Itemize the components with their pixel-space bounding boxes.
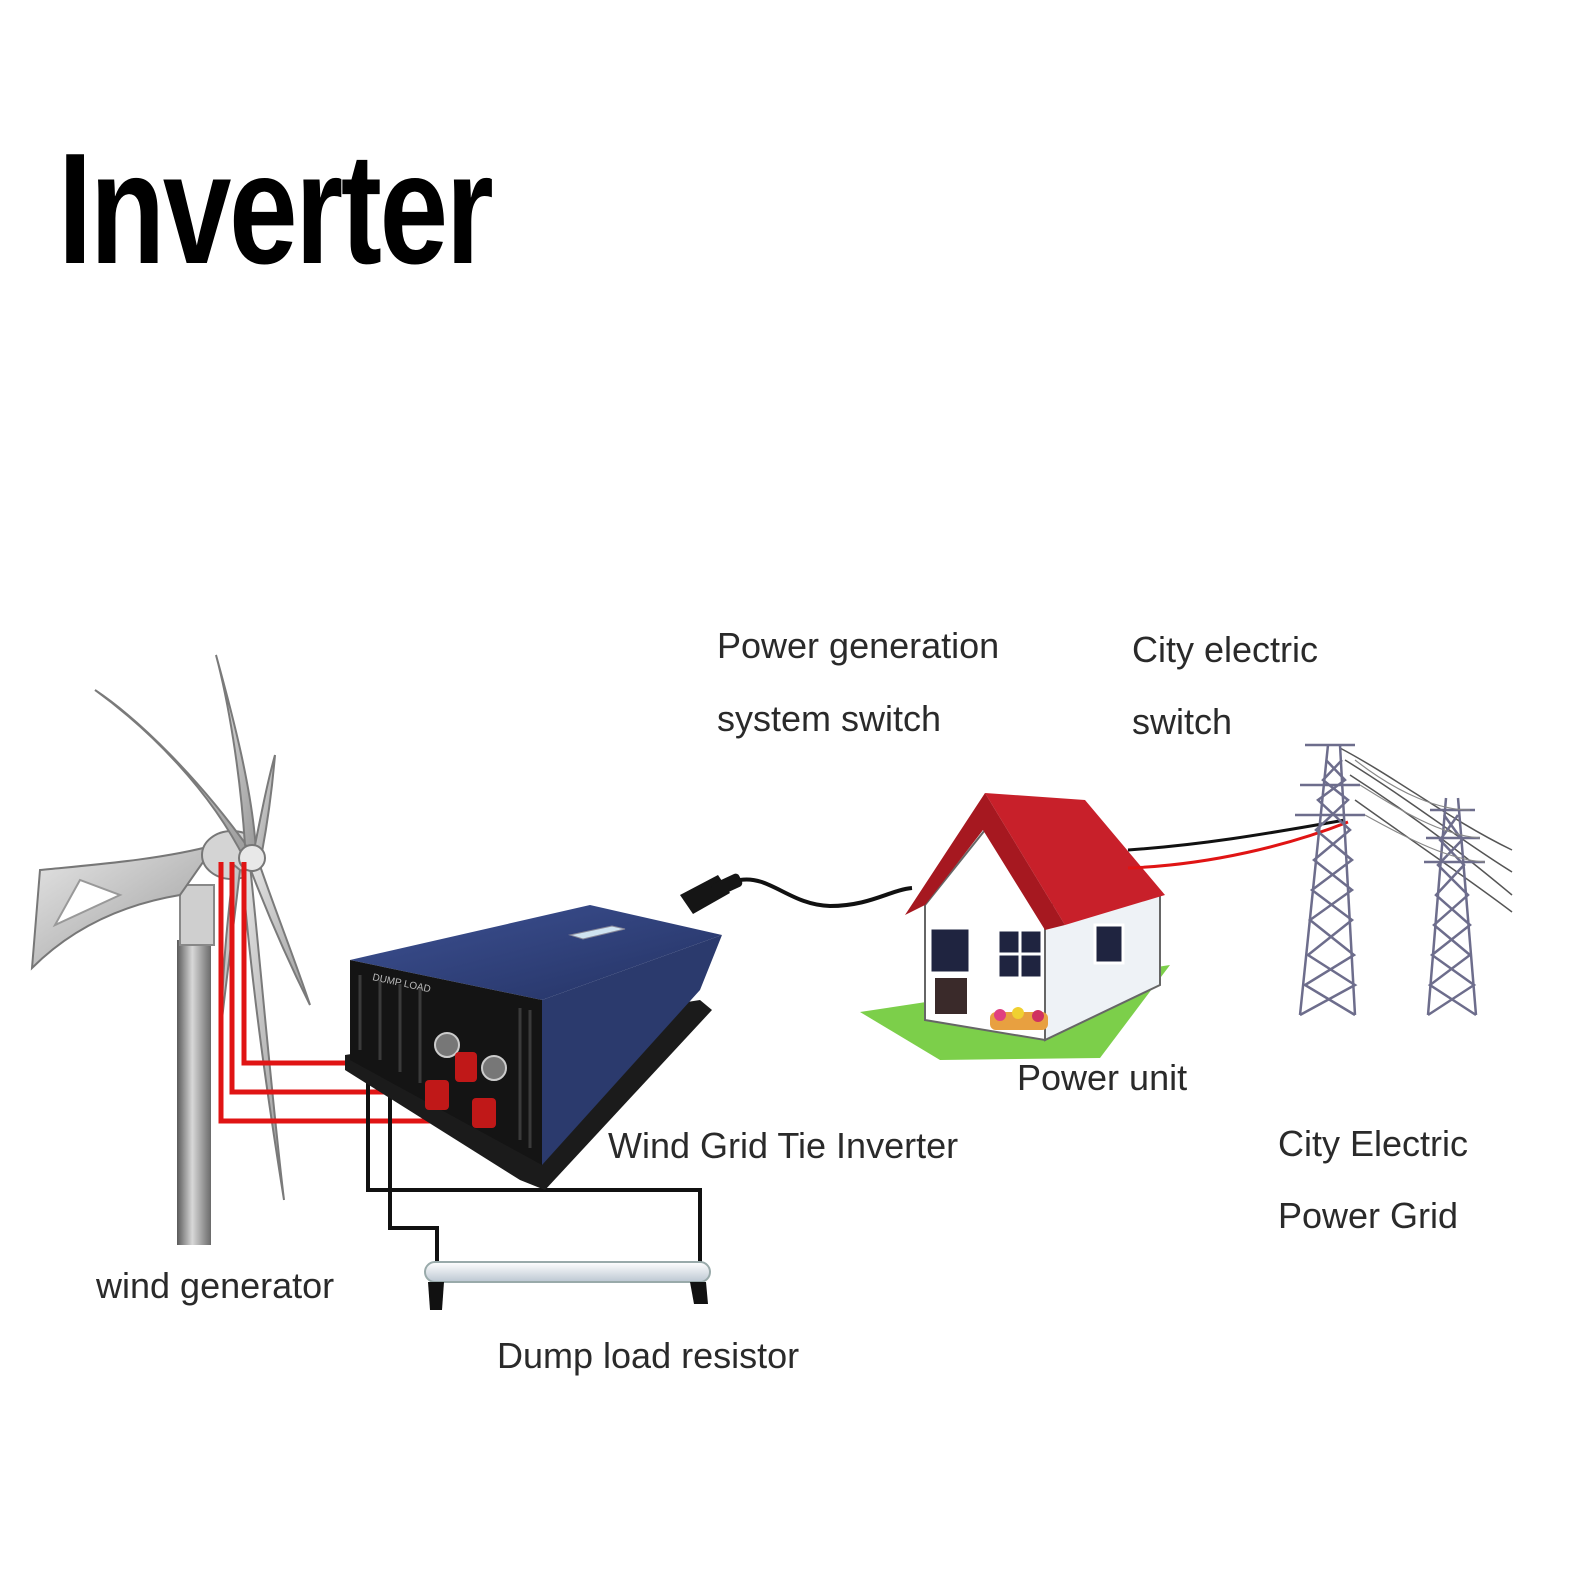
label-city-grid-1: City Electric <box>1278 1123 1469 1164</box>
plug-icon <box>680 873 913 914</box>
label-city-electric-switch-1: City electric <box>1132 629 1319 670</box>
page-title: Inverter <box>58 121 494 297</box>
inverter-icon: DUMP LOAD <box>345 905 722 1190</box>
resistor-icon <box>424 1261 711 1310</box>
label-power-generation-switch-1: Power generation <box>717 625 1000 666</box>
label-city-grid-2: Power Grid <box>1278 1195 1459 1236</box>
label-power-generation-switch-2: system switch <box>717 698 942 739</box>
label-power-unit: Power unit <box>1017 1057 1188 1098</box>
label-city-electric-switch-2: switch <box>1132 701 1233 742</box>
label-wind-generator: wind generator <box>96 1265 335 1306</box>
power-tower-wires <box>1354 759 1486 863</box>
wind-turbine-icon <box>30 654 311 1245</box>
label-wind-grid-tie-inverter: Wind Grid Tie Inverter <box>608 1125 959 1166</box>
power-tower-icon <box>1295 743 1485 1017</box>
house-icon <box>860 793 1170 1060</box>
black-wires <box>366 1060 702 1265</box>
label-dump-load-resistor: Dump load resistor <box>497 1335 800 1376</box>
